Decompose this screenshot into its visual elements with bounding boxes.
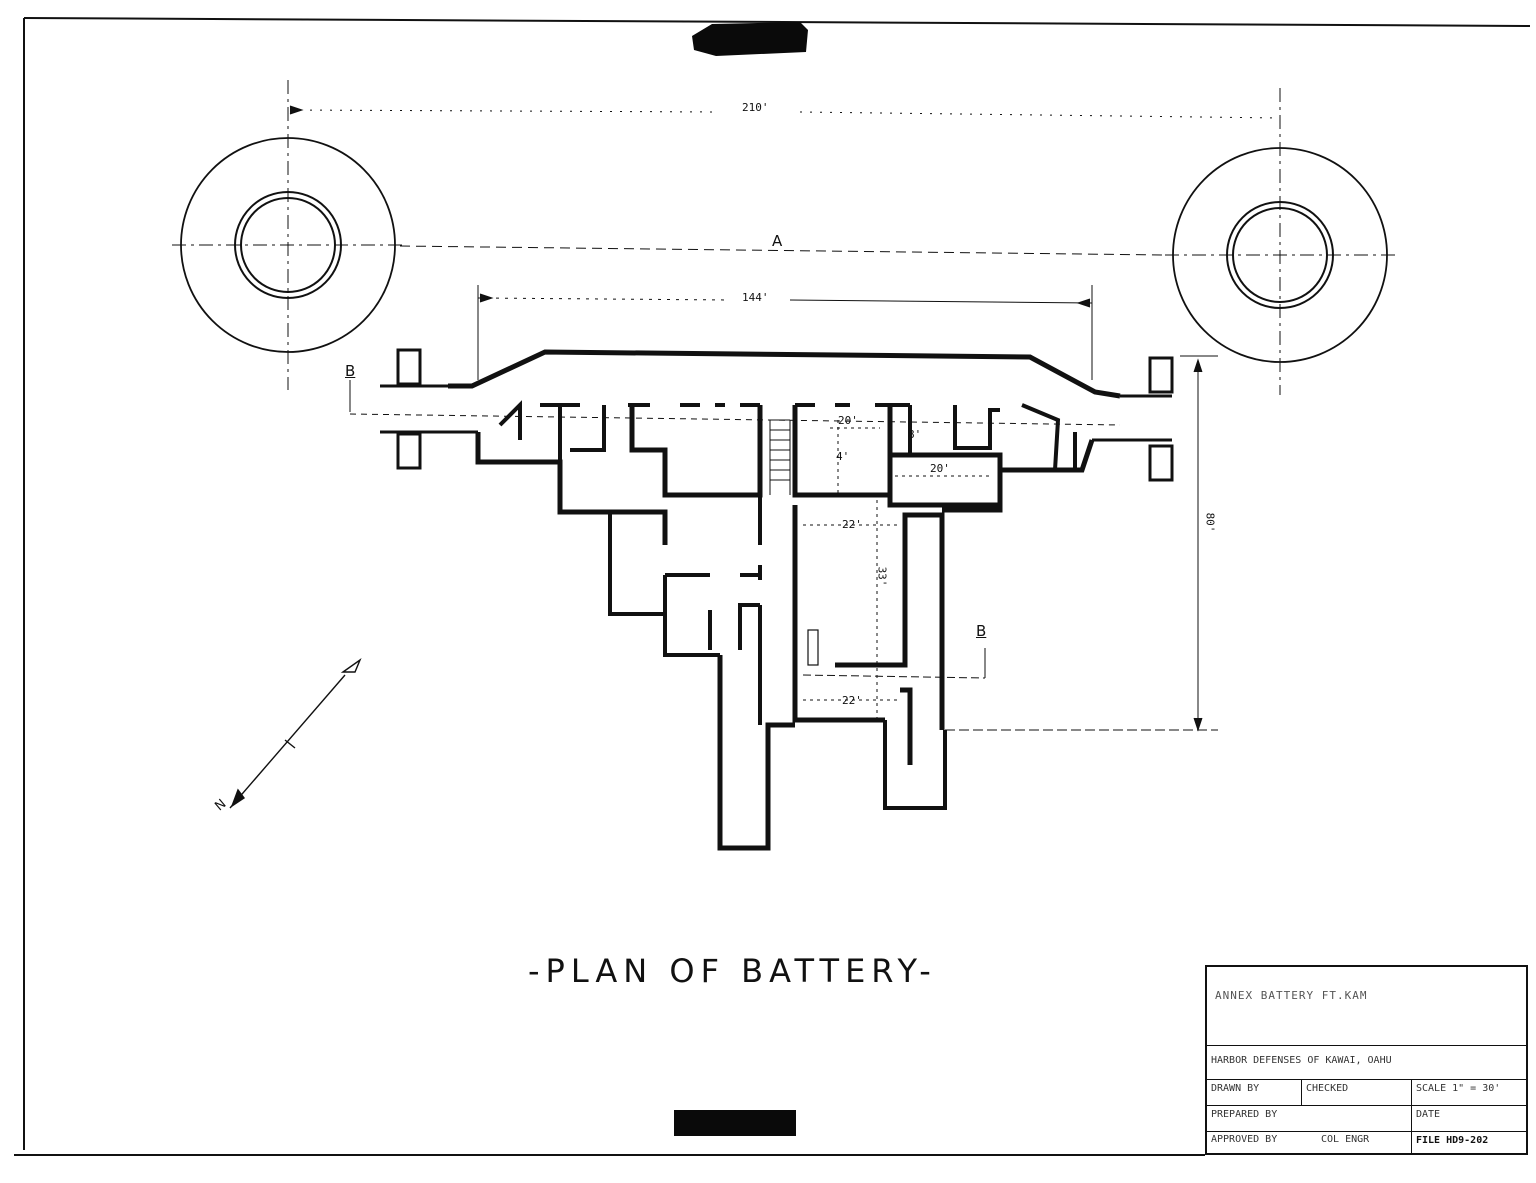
dim-small-a: 4' (836, 450, 850, 463)
title-block-row-approved: APPROVED BY COL ENGR FILE HD9-202 (1207, 1131, 1526, 1155)
section-mark-a: A (772, 232, 783, 250)
title-block: ANNEX BATTERY FT.KAM HARBOR DEFENSES OF … (1205, 965, 1528, 1155)
section-mark-b-left: B (345, 362, 356, 380)
dim-overall-width: 210' (742, 101, 769, 114)
dim-room-b: 20' (930, 462, 950, 475)
title-block-date: DATE (1416, 1109, 1441, 1120)
title-block-row-prepared: PREPARED BY DATE (1207, 1105, 1526, 1131)
dim-room-c: 22' (842, 518, 862, 531)
title-block-row-harbor: HARBOR DEFENSES OF KAWAI, OAHU (1207, 1045, 1526, 1075)
title-block-scale: SCALE 1" = 30' (1416, 1083, 1501, 1094)
dim-inner-width: 144' (742, 291, 769, 304)
plan-title: -PLAN OF BATTERY- (528, 952, 937, 990)
redaction-marks (674, 22, 808, 1136)
title-block-checked-by: CHECKED (1302, 1080, 1412, 1105)
dim-depth: 80' (1203, 512, 1217, 533)
north-arrow (229, 658, 362, 809)
title-block-drawn-by: DRAWN BY (1207, 1080, 1302, 1105)
section-mark-b-right: B (976, 622, 987, 640)
title-block-approved-by: APPROVED BY (1211, 1134, 1278, 1145)
battery-structure (380, 348, 1174, 851)
dim-small-b: 8' (908, 428, 922, 441)
title-block-line2: HARBOR DEFENSES OF KAWAI, OAHU (1211, 1055, 1392, 1066)
title-block-approver: COL ENGR (1317, 1132, 1412, 1155)
title-block-line1: ANNEX BATTERY FT.KAM (1215, 989, 1368, 1002)
title-block-prepared-by: PREPARED BY (1207, 1106, 1412, 1131)
dimension-lines (289, 105, 1281, 732)
dim-room-c-length: 33' (875, 566, 889, 587)
title-block-file: FILE HD9-202 (1416, 1135, 1489, 1146)
gun-emplacement-left (172, 80, 405, 390)
title-block-row-drawn: DRAWN BY CHECKED SCALE 1" = 30' (1207, 1079, 1526, 1105)
dim-room-a: 20' (838, 414, 858, 427)
sheet-border (14, 17, 1531, 1156)
gun-emplacement-right (1165, 88, 1400, 395)
dim-room-d: 22' (842, 694, 862, 707)
